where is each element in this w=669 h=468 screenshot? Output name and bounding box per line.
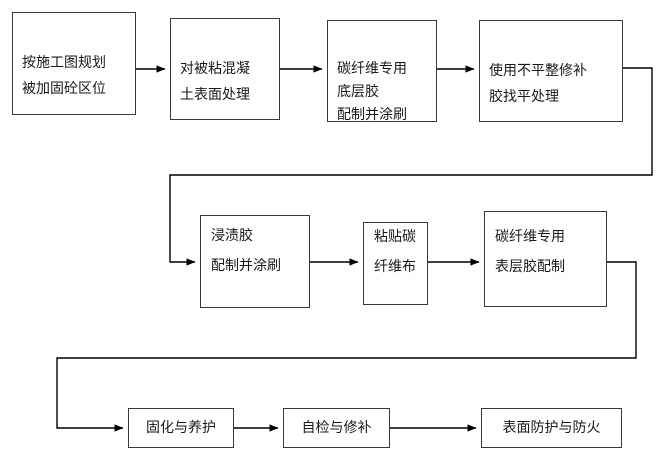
node-apply-carbon-fiber-sheet[interactable]: 粘贴碳 纤维布 [363, 222, 428, 305]
node-label: 碳纤维专用 底层胶 配制并涂刷 [337, 61, 407, 123]
node-surface-treatment[interactable]: 对被粘混凝 土表面处理 [170, 18, 280, 120]
node-label: 使用不平整修补 胶找平处理 [489, 63, 587, 105]
node-leveling-putty[interactable]: 使用不平整修补 胶找平处理 [479, 20, 623, 122]
node-surface-protection-and-fireproofing[interactable]: 表面防护与防火 [481, 408, 622, 448]
node-label: 表面防护与防火 [502, 420, 601, 436]
node-saturating-resin[interactable]: 浸渍胶 配制并涂刷 [200, 215, 310, 308]
node-self-inspection-and-repair[interactable]: 自检与修补 [283, 408, 390, 448]
node-label: 按施工图规划 被加固砼区位 [22, 55, 106, 97]
node-label: 自检与修补 [301, 420, 372, 436]
node-label: 浸渍胶 配制并涂刷 [211, 228, 281, 274]
node-plan-reinforcement-zone[interactable]: 按施工图规划 被加固砼区位 [12, 12, 136, 115]
node-label: 固化与养护 [146, 420, 216, 436]
node-curing-and-maintenance[interactable]: 固化与养护 [128, 408, 234, 448]
node-topcoat-resin[interactable]: 碳纤维专用 表层胶配制 [484, 211, 607, 307]
node-label: 粘贴碳 纤维布 [374, 229, 416, 275]
node-primer-adhesive[interactable]: 碳纤维专用 底层胶 配制并涂刷 [327, 20, 437, 123]
node-label: 对被粘混凝 土表面处理 [180, 61, 250, 103]
node-label: 碳纤维专用 表层胶配制 [495, 229, 565, 275]
